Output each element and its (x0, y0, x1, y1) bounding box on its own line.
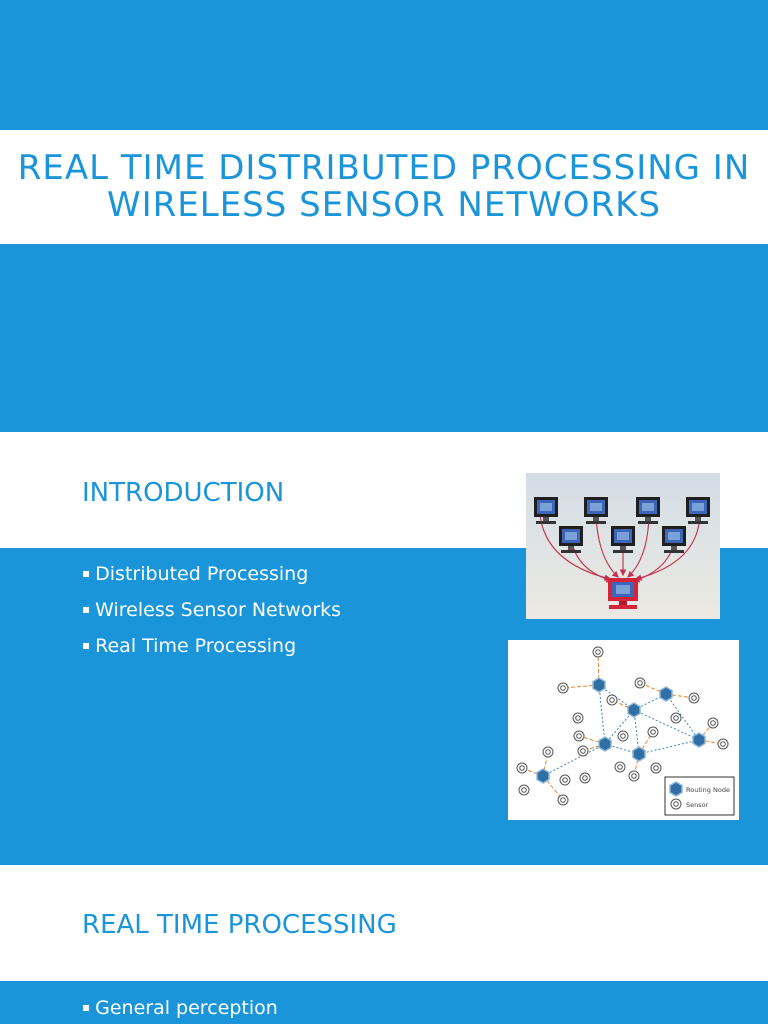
routing-node-icon (692, 732, 706, 748)
central-monitor-icon (608, 578, 638, 609)
slide-separator (0, 865, 768, 878)
sensor-icon (688, 692, 700, 704)
routing-node-icon (659, 686, 673, 702)
routing-node-icon (627, 702, 641, 718)
routing-node-icon (598, 736, 612, 752)
sensor-icon (606, 694, 618, 706)
list-item: ▪ Distributed Processing (82, 556, 341, 592)
distributed-computers-image (526, 473, 720, 619)
sensor-icon (634, 677, 646, 689)
sensor-icon (572, 712, 584, 724)
sensor-icon (577, 745, 589, 757)
routing-node-legend-icon (669, 781, 683, 797)
bullet-text: Distributed Processing (95, 563, 309, 585)
list-item: ▪ Wireless Sensor Networks (82, 592, 341, 628)
list-item: ▪ General perception (82, 990, 278, 1024)
list-item: ▪ Real Time Processing (82, 628, 341, 664)
bullet-icon: ▪ (82, 566, 91, 580)
sensor-icon (516, 762, 528, 774)
legend-sensor-label: Sensor (686, 801, 709, 809)
monitor-icon (584, 497, 608, 524)
slide-separator (0, 432, 768, 445)
real-time-processing-slide: REAL TIME PROCESSING ▪ General perception (0, 878, 768, 1024)
bullet-text: Wireless Sensor Networks (95, 599, 342, 621)
bullet-icon: ▪ (82, 602, 91, 616)
sensor-network-svg: Routing Node Sensor (516, 646, 735, 816)
bullet-list: ▪ Distributed Processing ▪ Wireless Sensor… (82, 556, 341, 664)
monitor-icon (636, 497, 660, 524)
sensor-icon (557, 794, 569, 806)
routing-node-icon (632, 746, 646, 762)
title-band: REAL TIME DISTRIBUTED PROCESSING IN WIRE… (0, 130, 768, 244)
monitor-icon (662, 526, 686, 553)
sensor-icon (559, 774, 571, 786)
sensor-icon (592, 646, 604, 658)
legend-routing-node-label: Routing Node (686, 786, 730, 794)
bullet-icon: ▪ (82, 1000, 91, 1014)
sensor-icon (542, 746, 554, 758)
slide-heading: INTRODUCTION (82, 478, 285, 508)
heading-band (0, 878, 768, 981)
sensor-icon (518, 784, 530, 796)
computer-network-illustration (534, 497, 710, 609)
monitor-icon (686, 497, 710, 524)
bullet-text: Real Time Processing (95, 635, 297, 657)
sensor-icon (614, 761, 626, 773)
sensor-icon (573, 730, 585, 742)
sensor-icon (707, 717, 719, 729)
slide-heading: REAL TIME PROCESSING (82, 910, 397, 940)
sensor-icon (579, 772, 591, 784)
routing-node-icon (592, 677, 606, 693)
monitor-icon (611, 526, 635, 553)
monitor-icon (534, 497, 558, 524)
sensor-icon (628, 770, 640, 782)
bullet-list: ▪ General perception (82, 990, 278, 1024)
sensor-icon (670, 712, 682, 724)
diagram-legend: Routing Node Sensor (664, 776, 735, 816)
monitor-icon (559, 526, 583, 553)
bullet-text: General perception (95, 997, 278, 1019)
sensor-icon (717, 738, 729, 750)
introduction-slide: INTRODUCTION ▪ Distributed Processing ▪ Wi… (0, 445, 768, 865)
routing-node-icon (536, 768, 550, 784)
sensor-icon (647, 726, 659, 738)
sensor-icon (617, 730, 629, 742)
slide-title: REAL TIME DISTRIBUTED PROCESSING IN WIRE… (17, 148, 751, 225)
sensor-icon (650, 762, 662, 774)
bullet-icon: ▪ (82, 638, 91, 652)
title-slide: REAL TIME DISTRIBUTED PROCESSING IN WIRE… (0, 0, 768, 432)
sensor-legend-icon (670, 798, 682, 810)
sensor-network-diagram: Routing Node Sensor (508, 640, 739, 820)
sensor-icon (557, 682, 569, 694)
